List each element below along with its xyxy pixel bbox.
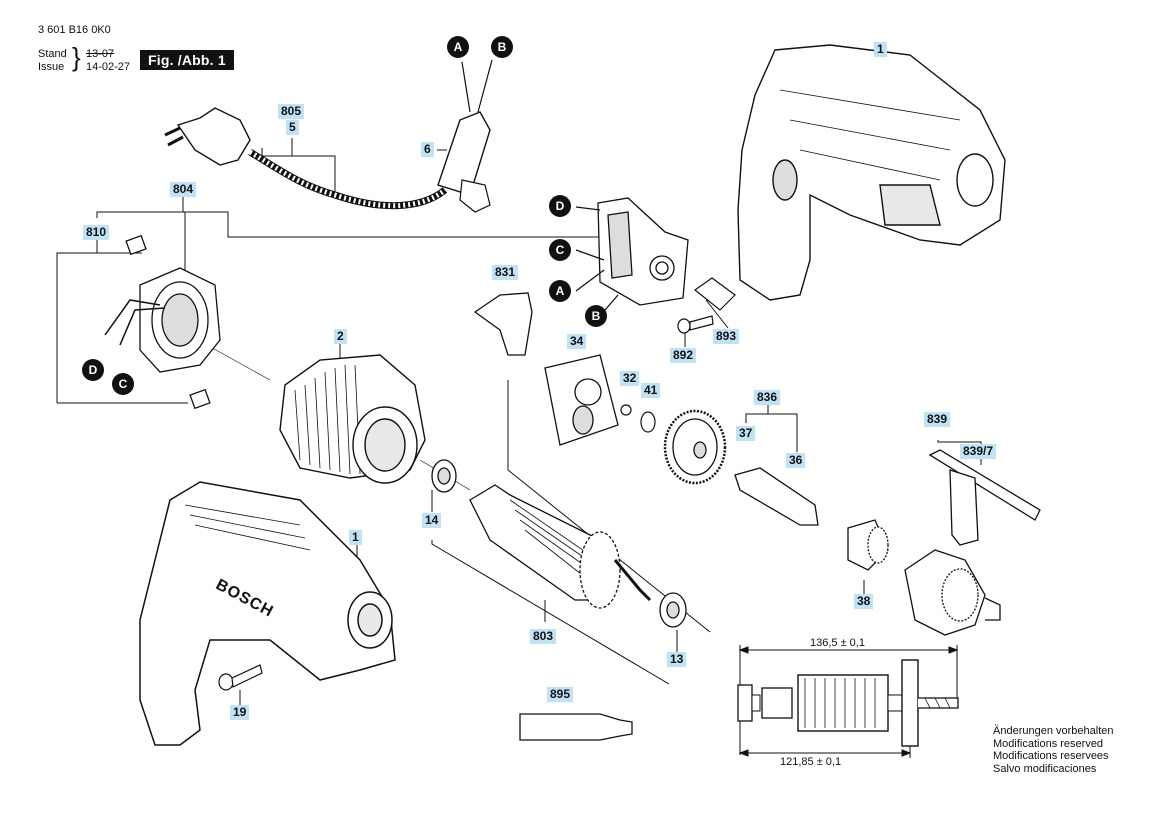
part-label-805: 805 [278,104,305,119]
part-label-36: 36 [786,453,806,468]
marker-c-brush: C [112,373,134,395]
marker-a-cord: A [447,36,469,58]
field-stator [279,354,426,484]
part-label-810: 810 [83,225,110,240]
brush-cover [473,292,533,356]
ball-32 [620,404,632,416]
bearing-13 [659,592,687,628]
marker-c-switch: C [549,239,571,261]
part-label-38: 38 [854,594,874,609]
part-label-895: 895 [547,687,574,702]
gear-37 [663,409,727,485]
drill-body [139,481,396,746]
shaft-36 [734,467,819,526]
part-label-804: 804 [170,182,197,197]
bracket-804 [96,211,600,238]
armature [469,484,652,609]
bracket-836 [745,413,798,452]
part-label-34: 34 [567,334,587,349]
bracket-805 [261,148,336,195]
coupling-38 [847,519,889,571]
stand-value: 13-07 [86,48,115,60]
part-label-13: 13 [667,652,687,667]
note-en: Modifications reserved [993,737,1104,750]
part-label-839: 839 [924,412,951,427]
note-fr: Modifications reservees [993,750,1109,762]
dimension-inner: 121,85 ± 0,1 [780,756,842,768]
doc-number: 3 601 B16 0K0 [38,24,111,36]
part-label-893: 893 [713,329,740,344]
part-label-2: 2 [334,329,347,344]
marker-a-switch: A [549,280,571,302]
stand-label: Stand [38,48,67,60]
part-label-41: 41 [641,383,661,398]
part-label-14: 14 [422,513,442,528]
issue-label: Issue [38,61,65,73]
part-label-6: 6 [421,142,434,157]
issue-value: 14-02-27 [86,61,131,73]
part-label-1-drill: 1 [349,530,362,545]
dimension-overall: 136,5 ± 0,1 [810,637,865,649]
marker-b-switch: B [585,305,607,327]
part-label-32: 32 [620,371,640,386]
part-label-1-housing: 1 [874,42,887,57]
part-label-892: 892 [670,348,697,363]
leader-893 [705,299,729,329]
bracket-803b [507,380,711,633]
chuck-key [928,449,1041,546]
bracket-810 [56,252,142,403]
marker-b-cord: B [491,36,513,58]
grease-tube [519,713,633,741]
spring-41 [640,411,656,433]
marker-d-switch: D [549,195,571,217]
figure-label: Fig. /Abb. 1 [140,50,234,70]
bracket-803 [431,540,670,685]
header-brace: } [72,42,81,72]
part-label-5: 5 [286,120,299,135]
part-label-803: 803 [530,629,557,644]
brush-holder [104,234,221,410]
housing-half [737,44,1006,301]
dimension-drawing [737,645,959,758]
power-cord [164,59,493,213]
part-label-839-7: 839/7 [960,444,997,459]
screw-19 [218,664,263,691]
part-label-19: 19 [230,705,250,720]
note-es: Salvo modificaciones [993,762,1097,775]
bearing-14 [431,459,457,493]
drill-chuck [904,549,1001,636]
modification-notes: Änderungen vorbehalten Modifications res… [993,725,1113,775]
screw-892 [677,315,714,334]
part-label-37: 37 [736,426,756,441]
bearing-plate [544,354,619,446]
switch-assembly [575,197,689,311]
marker-d-brush: D [82,359,104,381]
note-de: Änderungen vorbehalten [993,725,1114,737]
part-label-831: 831 [492,265,519,280]
part-label-836: 836 [754,390,781,405]
clip-893 [694,277,736,311]
